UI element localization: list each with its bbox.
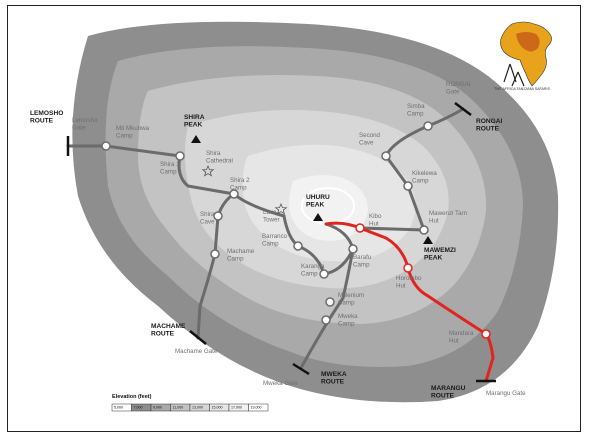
node-mweka-camp[interactable] <box>321 315 331 325</box>
trail-machame-gate <box>196 252 217 340</box>
node-horombo[interactable] <box>403 263 413 273</box>
uhuru-peak-icon <box>313 213 323 221</box>
legend-tick-label: 17,000 <box>231 406 242 410</box>
node-mandara[interactable] <box>481 329 491 339</box>
node-simba[interactable] <box>423 121 433 131</box>
legend-swatches <box>111 403 269 412</box>
trail-kibo-tarn <box>358 226 426 232</box>
machame-gate-bar <box>189 330 207 345</box>
node-barafu[interactable] <box>348 244 358 254</box>
node-kikelewa[interactable] <box>403 181 413 191</box>
marangu-nodes <box>355 223 491 339</box>
logo-acacia-icon <box>503 63 525 87</box>
label-mweka-gate: Mweka Gate <box>263 380 298 387</box>
peak-markers <box>191 135 433 244</box>
legend-title: Elevation (feet) <box>112 394 152 400</box>
node-millenium[interactable] <box>325 297 335 307</box>
node-shira1[interactable] <box>175 151 185 161</box>
africa-map-logo-icon <box>500 21 552 87</box>
legend-tick-label: 7,000 <box>134 406 143 410</box>
node-karanga[interactable] <box>319 269 329 279</box>
node-second-cave[interactable] <box>381 151 391 161</box>
legend-tick-label: 11,000 <box>173 406 184 410</box>
legend-tick-label: 15,000 <box>212 406 223 410</box>
africa-silhouette <box>500 21 552 87</box>
node-kibo[interactable] <box>355 223 365 233</box>
legend-tick-label: 9,000 <box>153 406 162 410</box>
rongai-gate-bar <box>454 102 472 116</box>
legend-ticks: 5,000 7,000 9,000 11,000 13,000 15,000 17,000 1… <box>114 406 262 410</box>
landmark-stars <box>201 164 288 215</box>
gate-bars <box>66 102 496 383</box>
legend-tick-label: 13,000 <box>192 406 203 410</box>
legend-tick-label: 19,000 <box>251 406 262 410</box>
node-shira2[interactable] <box>229 189 239 199</box>
lava-tower-star-icon <box>274 202 288 215</box>
node-mawenzi-tarn[interactable] <box>419 225 429 235</box>
label-marangu-gate: Marangu Gate <box>486 390 526 397</box>
node-shira-cave[interactable] <box>213 211 223 221</box>
shira-peak-icon <box>191 135 201 143</box>
legend-tick-label: 5,000 <box>114 406 123 410</box>
node-machame[interactable] <box>210 249 220 259</box>
node-barranco[interactable] <box>293 241 303 251</box>
africa-silhouette-shade <box>516 32 540 52</box>
shira-cathedral-star-icon <box>201 164 215 177</box>
legend-swatch <box>248 403 269 412</box>
camp-nodes <box>101 121 433 325</box>
brand-text: TWT AFRICA TANZANIA SAFARIS <box>494 87 551 91</box>
trail-mweka <box>299 247 355 370</box>
mawenzi-peak-icon <box>423 236 433 244</box>
mweka-gate-bar <box>292 362 310 376</box>
elevation-legend: Elevation (feet) 5,000 7,000 9,000 11,000 13… <box>111 394 269 412</box>
label-machame-gate: Machame Gate <box>175 348 218 355</box>
node-mti-mkubwa[interactable] <box>101 141 111 151</box>
